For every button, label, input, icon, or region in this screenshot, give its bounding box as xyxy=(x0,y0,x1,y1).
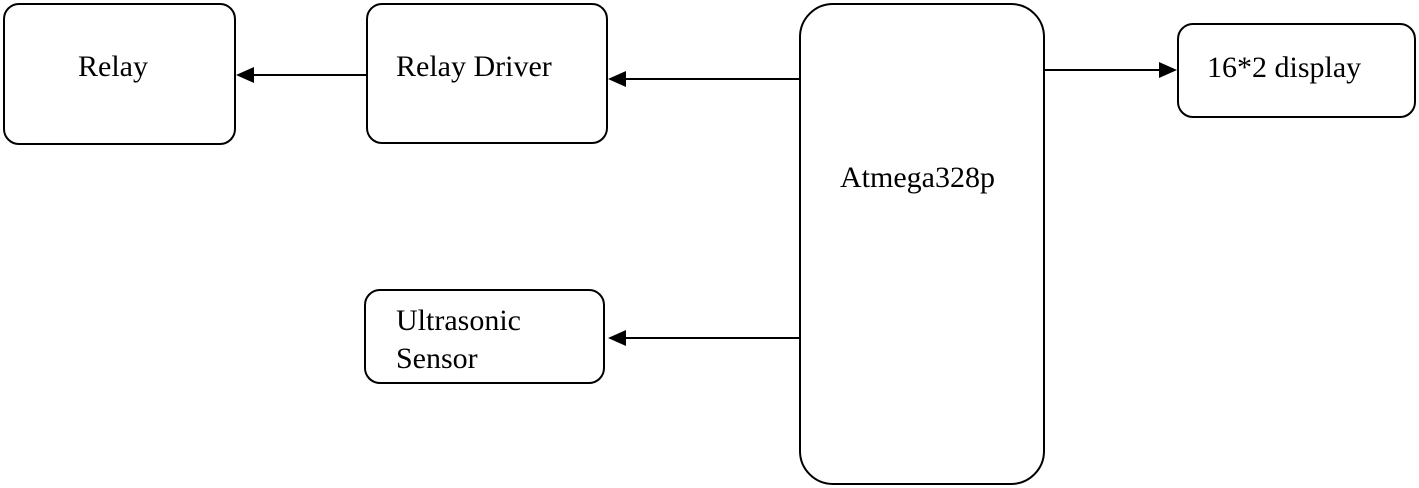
relay-driver-label: Relay Driver xyxy=(396,50,552,83)
arrowhead-relay xyxy=(236,67,254,83)
arrowhead-sensor xyxy=(608,330,626,346)
relay-driver-block xyxy=(366,3,608,144)
relay-block xyxy=(3,3,236,145)
ultrasonic-sensor-block xyxy=(364,289,605,384)
relay-label: Relay xyxy=(78,50,148,83)
display-label: 16*2 display xyxy=(1207,51,1362,84)
display-block xyxy=(1177,23,1416,118)
arrowhead-display xyxy=(1159,62,1177,78)
arrowhead-driver xyxy=(608,71,626,87)
mcu-label: Atmega328p xyxy=(840,161,995,194)
mcu-block xyxy=(799,3,1045,485)
sensor-label-line1: Ultrasonic xyxy=(396,304,521,337)
sensor-label-line2: Sensor xyxy=(396,342,478,375)
